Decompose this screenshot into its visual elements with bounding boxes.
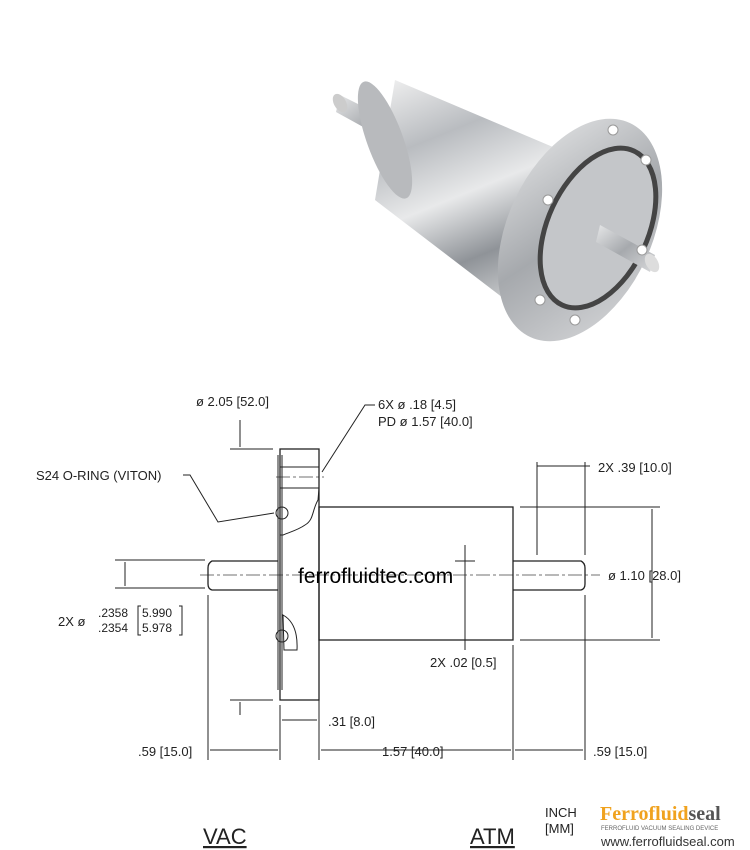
flange-thk-label: .31 [8.0] (328, 714, 375, 729)
ferrofluidseal-logo: Ferrofluidseal FERROFLUID VACUUM SEALING… (600, 803, 735, 849)
flange (275, 448, 324, 701)
holes-label-2: PD ø 1.57 [40.0] (378, 414, 473, 429)
logo-url: www.ferrofluidseal.com (600, 834, 735, 849)
shaft-mm-min: 5.978 (142, 621, 172, 635)
vac-label: VAC (203, 824, 247, 849)
atm-label: ATM (470, 824, 515, 849)
body (318, 506, 514, 641)
shaft-left (207, 560, 278, 591)
shaft-inch-min: .2354 (98, 621, 128, 635)
product-render (332, 80, 663, 342)
body-len-label: 1.57 [40.0] (382, 744, 443, 759)
shaft-dia-prefix: 2X ø (58, 614, 86, 629)
shaft-mm-max: 5.990 (142, 606, 172, 620)
logo-part2: seal (689, 803, 722, 825)
right-len-label: .59 [15.0] (593, 744, 647, 759)
units-mm: [MM] (545, 821, 574, 836)
shaft-inch-max: .2358 (98, 606, 128, 620)
flange-od-label: ø 2.05 [52.0] (196, 394, 269, 409)
front-shaft (596, 225, 655, 272)
logo-wordmark: Ferrofluidseal (600, 803, 721, 825)
oring-top (275, 506, 289, 520)
shaft-ext-label: 2X .39 [10.0] (598, 460, 672, 475)
oring-bottom (275, 629, 289, 643)
units-inch: INCH (545, 805, 577, 820)
watermark: ferrofluidtec.com (298, 565, 453, 588)
logo-tagline: FERROFLUID VACUUM SEALING DEVICE (601, 826, 718, 832)
holes-label-1: 6X ø .18 [4.5] (378, 397, 456, 412)
body-dia-label: ø 1.10 [28.0] (608, 568, 681, 583)
oring-label: S24 O-RING (VITON) (36, 468, 161, 483)
logo-part1: Ferrofluid (600, 803, 689, 825)
dimension-lines (115, 404, 660, 760)
step-label: 2X .02 [0.5] (430, 655, 497, 670)
shaft-right (513, 560, 586, 591)
left-len-label: .59 [15.0] (138, 744, 192, 759)
